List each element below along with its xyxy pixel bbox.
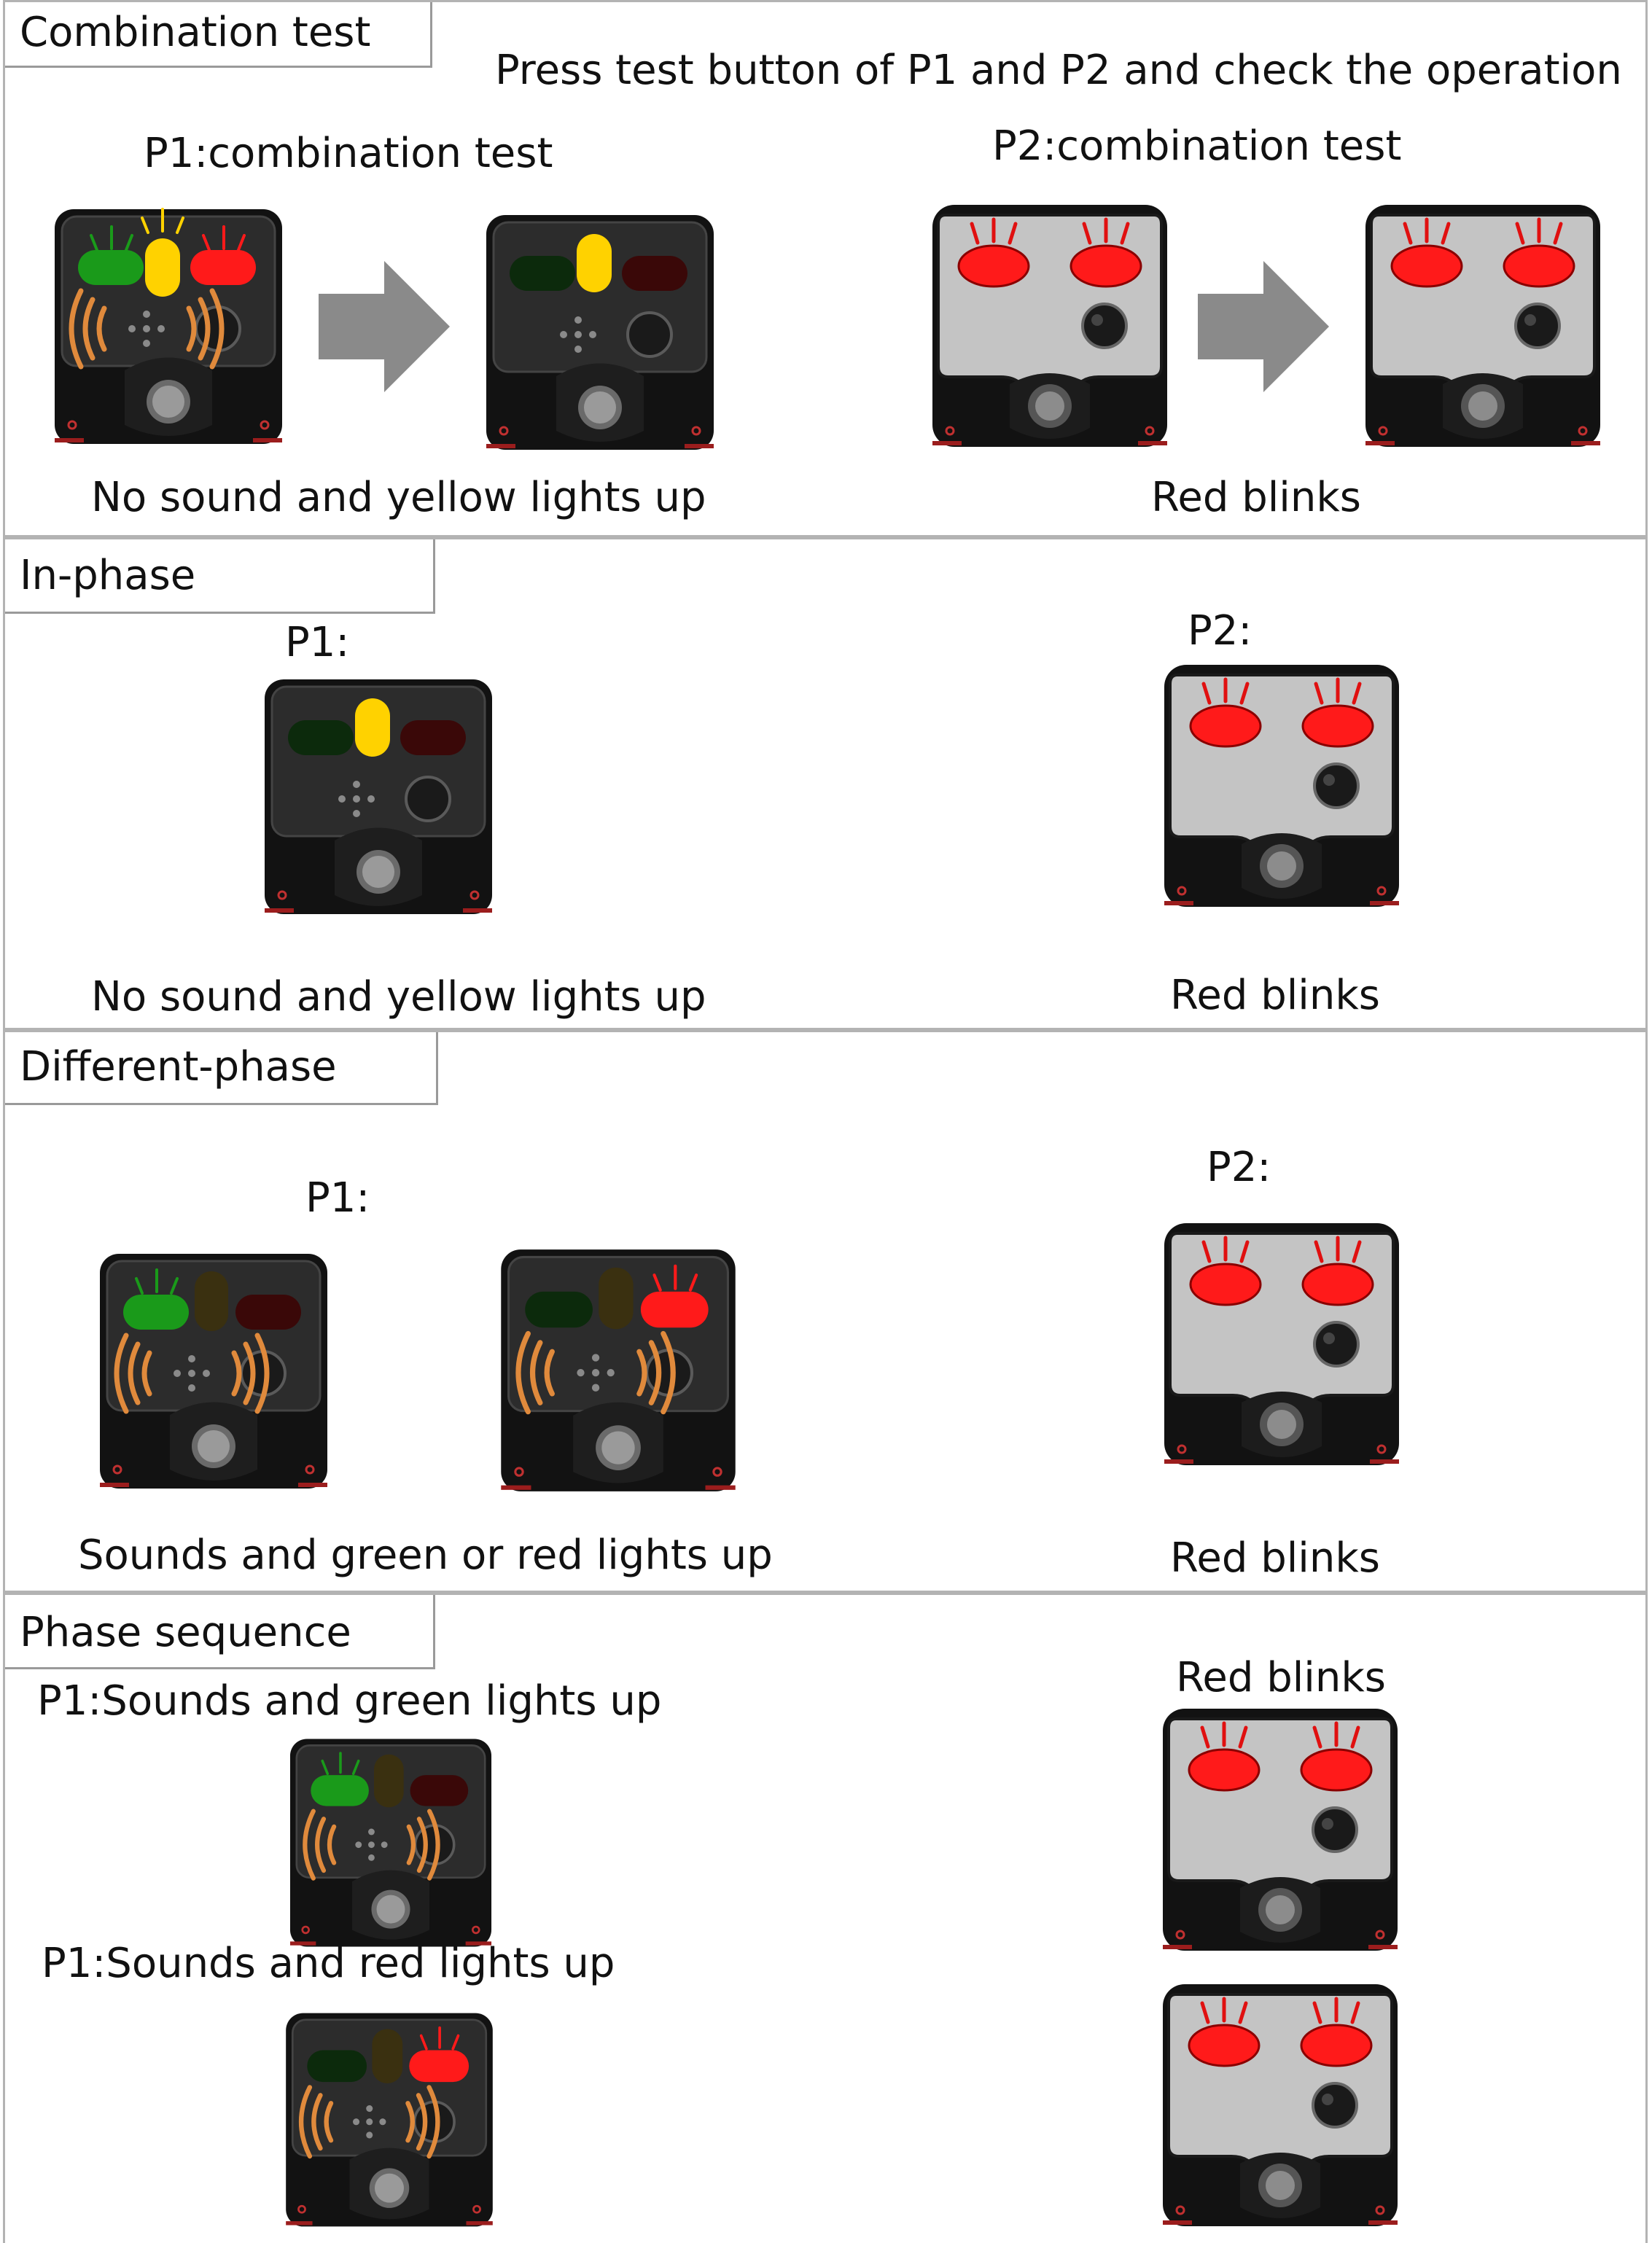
combination-instruction: Press test button of P1 and P2 and check… bbox=[495, 47, 1622, 94]
p2-device bbox=[930, 202, 1170, 450]
arrow-right-icon bbox=[319, 261, 450, 392]
arrow-right-icon bbox=[1198, 261, 1329, 392]
combination-test-tab: Combination test bbox=[5, 2, 432, 68]
p1-in-phase-caption: No sound and yellow lights up bbox=[91, 973, 706, 1021]
p1-device-green-sound bbox=[287, 1736, 495, 1949]
p1-green-title: P1:Sounds and green lights up bbox=[37, 1677, 662, 1725]
p1-device-yellow bbox=[483, 212, 717, 453]
p2-different-phase-title: P2: bbox=[1207, 1144, 1271, 1191]
p1-device-green-sound bbox=[97, 1251, 330, 1491]
in-phase-tab: In-phase bbox=[5, 539, 435, 614]
p1-different-phase-title: P1: bbox=[305, 1174, 370, 1222]
p1-different-phase-caption: Sounds and green or red lights up bbox=[78, 1532, 773, 1579]
p2-sequence-caption: Red blinks bbox=[1176, 1654, 1386, 1701]
p2-device bbox=[1161, 1220, 1402, 1468]
p1-combination-caption: No sound and yellow lights up bbox=[91, 474, 706, 521]
p1-device-all-lights bbox=[52, 208, 285, 447]
p2-combination-caption: Red blinks bbox=[1151, 474, 1361, 521]
in-phase-section: In-phase P1: P2: No sound and yellow lig… bbox=[3, 537, 1648, 1030]
p2-in-phase-title: P2: bbox=[1188, 607, 1252, 655]
phase-sequence-section: Phase sequence P1:Sounds and green light… bbox=[3, 1593, 1648, 2243]
p1-in-phase-title: P1: bbox=[285, 619, 350, 666]
different-phase-section: Different-phase P1: P2: Sounds and green… bbox=[3, 1030, 1648, 1593]
p2-device bbox=[1161, 662, 1402, 910]
different-phase-tab: Different-phase bbox=[5, 1032, 438, 1105]
p1-device-red-sound bbox=[282, 2010, 496, 2229]
p2-device bbox=[1363, 202, 1603, 450]
p1-device-red-sound bbox=[498, 1247, 739, 1494]
p2-different-phase-caption: Red blinks bbox=[1170, 1534, 1380, 1582]
p2-device bbox=[1160, 1981, 1400, 2229]
phase-sequence-tab: Phase sequence bbox=[5, 1595, 435, 1669]
p1-red-title: P1:Sounds and red lights up bbox=[42, 1940, 615, 1987]
combination-test-section: Combination test Press test button of P1… bbox=[3, 0, 1648, 537]
p2-combination-title: P2:combination test bbox=[992, 122, 1402, 170]
p2-in-phase-caption: Red blinks bbox=[1170, 972, 1380, 1019]
p2-device bbox=[1160, 1706, 1400, 1954]
p1-combination-title: P1:combination test bbox=[144, 130, 553, 177]
p1-device-yellow bbox=[262, 676, 495, 917]
